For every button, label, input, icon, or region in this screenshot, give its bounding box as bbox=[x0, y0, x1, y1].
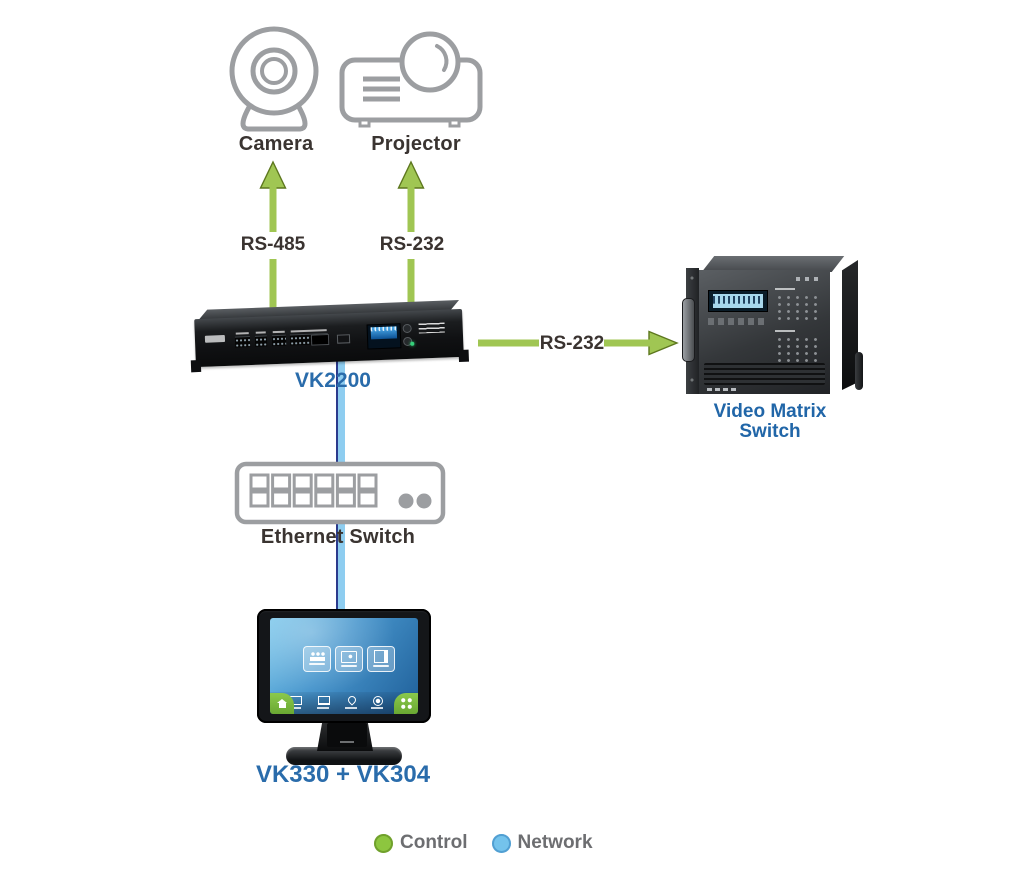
camera-label: Camera bbox=[238, 133, 314, 155]
record-icon bbox=[373, 696, 383, 706]
touch-panel-base bbox=[286, 747, 402, 765]
video-matrix-switch-device bbox=[682, 252, 863, 400]
rs485-arrow bbox=[259, 160, 287, 322]
rs232-projector-label: RS-232 bbox=[379, 234, 445, 255]
legend-network-label: Network bbox=[517, 832, 593, 853]
matrix-front-panel bbox=[699, 270, 830, 394]
rs232-projector-arrow bbox=[397, 160, 425, 322]
vk2200-chassis bbox=[190, 308, 470, 373]
presentation-icon bbox=[341, 651, 357, 663]
vk2200-terminal-block bbox=[234, 336, 251, 348]
matrix-button-grid bbox=[775, 330, 823, 364]
screen-tile-meeting bbox=[303, 646, 331, 672]
camera-icon bbox=[229, 26, 319, 132]
meeting-icon bbox=[309, 651, 325, 661]
vk2200-terminal-block bbox=[254, 335, 268, 347]
vk2200-front-panel bbox=[194, 308, 464, 368]
control-color-dot bbox=[374, 833, 393, 853]
legend: Control Network bbox=[374, 832, 593, 854]
icon-label bbox=[317, 707, 329, 709]
matrix-label-line1: Video Matrix bbox=[713, 401, 827, 422]
touch-panel-stand-plate bbox=[327, 723, 367, 747]
vk2200-model-text bbox=[418, 322, 445, 334]
touch-panel-screen bbox=[270, 618, 418, 714]
legend-control-label: Control bbox=[400, 832, 468, 853]
projector-icon bbox=[339, 31, 483, 128]
matrix-lcd-screen bbox=[713, 294, 763, 308]
matrix-indicator-icons bbox=[796, 277, 822, 281]
matrix-lcd bbox=[708, 290, 768, 312]
icon-label bbox=[371, 707, 383, 709]
icon-label bbox=[289, 707, 301, 709]
matrix-label-line2: Switch bbox=[739, 421, 801, 442]
matrix-handle bbox=[682, 298, 695, 362]
tile-label bbox=[373, 665, 389, 667]
apps-button bbox=[394, 693, 418, 714]
home-button bbox=[270, 693, 294, 714]
vk2200-rack-ear bbox=[458, 349, 470, 363]
exit-door-icon bbox=[374, 650, 388, 663]
legend-item-network: Network bbox=[491, 832, 593, 854]
screen-tile-exit bbox=[367, 646, 395, 672]
vk2200-label: VK2200 bbox=[295, 369, 371, 392]
vk2200-up-button bbox=[402, 323, 412, 334]
display-icon bbox=[318, 696, 330, 705]
vk2200-lcd-screen bbox=[370, 326, 398, 340]
legend-item-control: Control bbox=[374, 832, 468, 854]
icon-label bbox=[345, 707, 357, 709]
matrix-model-text bbox=[707, 388, 737, 391]
video-matrix-switch-label: Video Matrix Switch bbox=[714, 402, 827, 442]
projector-label: Projector bbox=[371, 133, 461, 155]
network-color-dot bbox=[491, 833, 511, 853]
vk2200-device bbox=[190, 300, 470, 376]
screen-tile-presentation bbox=[335, 646, 363, 672]
rs232-matrix-label: RS-232 bbox=[539, 333, 605, 354]
ethernet-switch-label: Ethernet Switch bbox=[260, 526, 416, 548]
ethernet-switch-icon bbox=[234, 461, 446, 525]
tile-label bbox=[341, 665, 357, 667]
matrix-function-buttons bbox=[708, 318, 766, 325]
apps-grid-icon bbox=[399, 697, 413, 710]
vk2200-usb-port bbox=[336, 334, 351, 344]
vk2200-lan-port bbox=[310, 334, 330, 346]
network-line-ethernet-panel bbox=[336, 520, 345, 612]
vk2200-power-led bbox=[410, 341, 415, 346]
rs232-matrix-arrow bbox=[478, 330, 679, 356]
rs485-label: RS-485 bbox=[240, 234, 306, 255]
network-line-vk2200-ethernet bbox=[336, 360, 345, 466]
matrix-side-face bbox=[842, 260, 858, 390]
matrix-handle bbox=[855, 352, 863, 390]
vk2200-terminal-block bbox=[271, 334, 287, 347]
location-pin-icon bbox=[346, 694, 358, 706]
aten-logo bbox=[204, 334, 226, 343]
vk2200-lcd bbox=[366, 323, 402, 350]
home-icon bbox=[277, 698, 287, 708]
vk2200-rack-ear bbox=[190, 359, 202, 373]
matrix-vents bbox=[704, 363, 825, 385]
matrix-button-grid bbox=[775, 288, 823, 322]
touch-panel-label: VK330 + VK304 bbox=[255, 761, 431, 788]
tile-label bbox=[309, 663, 325, 665]
